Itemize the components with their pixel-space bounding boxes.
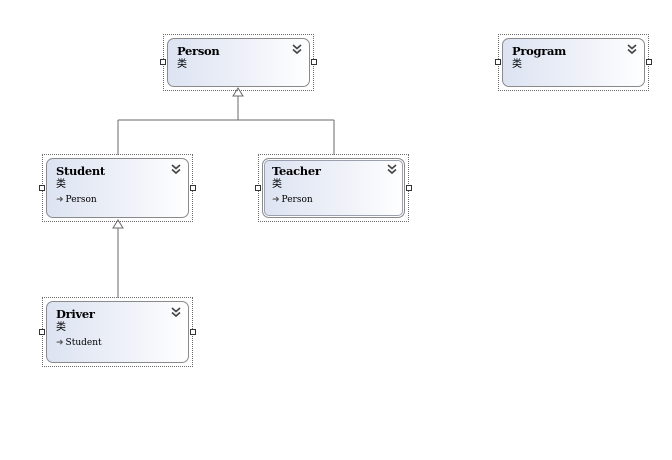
double-chevron-down-icon[interactable] (291, 43, 303, 55)
arrow-right-icon: ➜ (272, 195, 280, 205)
class-program-shape[interactable]: Program 类 (502, 38, 645, 87)
class-name: Person (177, 44, 220, 58)
class-kind: 类 (177, 59, 187, 70)
class-name: Driver (56, 307, 95, 321)
double-chevron-down-icon[interactable] (626, 43, 638, 55)
base-class-label: ➜Student (56, 337, 188, 349)
class-person[interactable]: Person 类 (160, 34, 317, 91)
resize-handle-right[interactable] (311, 59, 317, 65)
base-class-label: ➜Person (56, 194, 188, 206)
class-program[interactable]: Program 类 (495, 34, 652, 91)
class-kind: 类 (56, 322, 66, 333)
inheritance-arrowhead-person (232, 87, 244, 97)
base-class-name: Person (281, 195, 313, 205)
class-driver-shape[interactable]: Driver 类 ➜Student (46, 301, 189, 363)
resize-handle-left[interactable] (39, 185, 45, 191)
resize-handle-right[interactable] (190, 329, 196, 335)
resize-handle-left[interactable] (39, 329, 45, 335)
class-teacher-shape[interactable]: Teacher 类 ➜Person (262, 158, 405, 218)
class-name: Teacher (272, 164, 321, 178)
class-kind: 类 (272, 179, 282, 190)
class-kind: 类 (512, 59, 522, 70)
class-kind: 类 (56, 179, 66, 190)
arrow-right-icon: ➜ (56, 338, 64, 348)
inheritance-line-person[interactable] (117, 96, 335, 155)
arrow-right-icon: ➜ (56, 195, 64, 205)
class-student[interactable]: Student 类 ➜Person (39, 154, 196, 222)
inheritance-arrowhead-student (112, 219, 124, 229)
resize-handle-left[interactable] (495, 59, 501, 65)
base-class-name: Person (65, 195, 97, 205)
resize-handle-right[interactable] (646, 59, 652, 65)
double-chevron-down-icon[interactable] (170, 163, 182, 175)
base-class-label: ➜Person (272, 194, 404, 206)
resize-handle-right[interactable] (406, 185, 412, 191)
class-teacher[interactable]: Teacher 类 ➜Person (255, 154, 412, 222)
class-person-shape[interactable]: Person 类 (167, 38, 310, 87)
double-chevron-down-icon[interactable] (170, 306, 182, 318)
double-chevron-down-icon[interactable] (386, 163, 398, 175)
resize-handle-left[interactable] (160, 59, 166, 65)
class-name: Student (56, 164, 105, 178)
class-name: Program (512, 44, 566, 58)
resize-handle-left[interactable] (255, 185, 261, 191)
base-class-name: Student (65, 338, 102, 348)
resize-handle-right[interactable] (190, 185, 196, 191)
class-driver[interactable]: Driver 类 ➜Student (39, 297, 196, 367)
class-student-shape[interactable]: Student 类 ➜Person (46, 158, 189, 218)
